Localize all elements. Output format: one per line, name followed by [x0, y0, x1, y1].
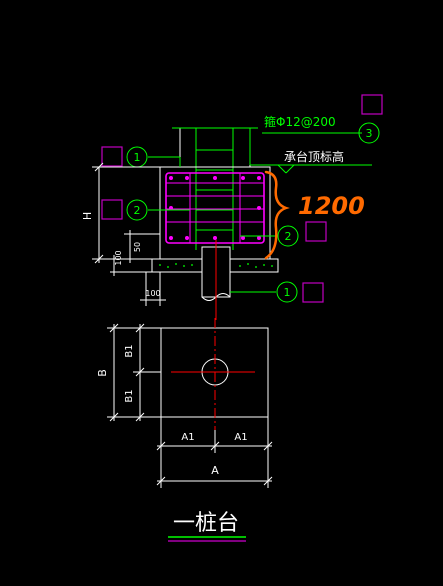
plan-view: B B1 B1 A1 A1 A — [96, 318, 273, 488]
dimension-a — [156, 417, 273, 488]
dim-b1-bottom-label: B1 — [124, 389, 135, 402]
section-view: 1 2 2 3 1 箍Φ12 — [81, 94, 383, 320]
rebar-dots — [169, 176, 261, 240]
label-box — [101, 146, 123, 167]
handwritten-brace — [264, 170, 290, 260]
column-stub — [172, 127, 258, 167]
plan-centerlines — [171, 318, 255, 430]
dimension-100-bottom — [140, 272, 166, 306]
marker-1-bottom: 1 — [230, 281, 298, 303]
top-level-line — [249, 128, 372, 174]
dim-a-label: A — [211, 464, 219, 477]
dim-100-left-label: 100 — [114, 250, 123, 265]
dim-50-label: 50 — [133, 242, 142, 252]
dim-b1-top-label: B1 — [124, 344, 135, 357]
label-box — [302, 282, 324, 303]
dim-a1-left-label: A1 — [181, 432, 194, 443]
dim-b-label: B — [96, 369, 109, 377]
rebar-note: 箍Φ12@200 — [264, 114, 336, 129]
marker-3-label: 3 — [366, 127, 373, 140]
dimension-small — [110, 230, 160, 276]
drawing-title: 一桩台 — [173, 511, 239, 536]
marker-2-right: 2 — [240, 225, 299, 247]
dim-a1-right-label: A1 — [234, 432, 247, 443]
marker-2-left: 2 — [126, 199, 190, 221]
dim-h-label: H — [81, 212, 94, 220]
dimension-b — [107, 323, 161, 422]
marker-2-right-label: 2 — [285, 230, 292, 243]
cap-top-label: 承台顶标高 — [284, 149, 344, 164]
label-box — [361, 94, 383, 115]
column-rebar — [195, 128, 234, 250]
label-box — [101, 199, 123, 220]
dim-100-bottom-label: 100 — [145, 289, 160, 298]
label-box — [305, 221, 327, 242]
drawing-title-block: 一桩台 — [168, 511, 246, 542]
marker-1-label: 1 — [134, 151, 141, 164]
handwritten-value: 1200 — [298, 192, 365, 220]
rebar-cage — [165, 172, 265, 244]
label-boxes — [101, 94, 383, 303]
pile-cap-outline — [159, 166, 271, 260]
marker-1-top: 1 — [126, 146, 181, 168]
marker-1-bottom-label: 1 — [284, 286, 291, 299]
marker-2-label: 2 — [134, 204, 141, 217]
marker-3: 3 — [358, 122, 380, 144]
